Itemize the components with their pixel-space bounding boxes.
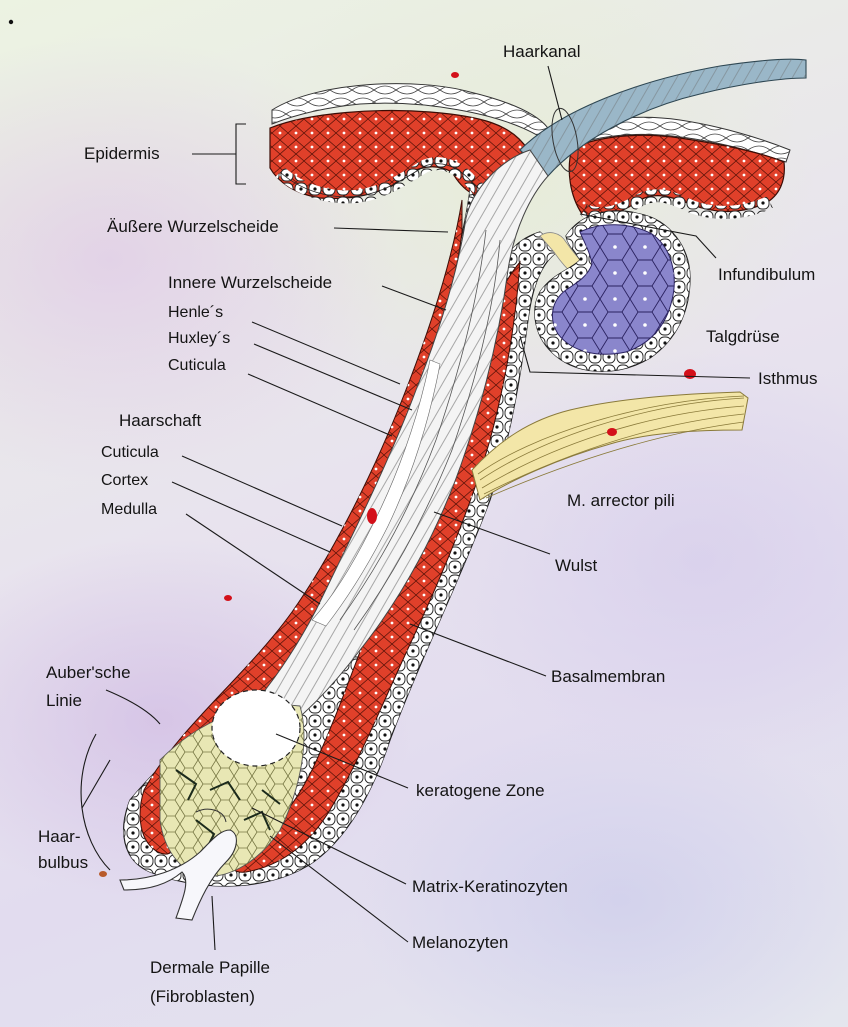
label-matrix-keratinozyten: Matrix-Keratinozyten	[412, 876, 568, 898]
label-keratogene-zone: keratogene Zone	[416, 780, 545, 802]
label-haarbulbus-2: bulbus	[38, 852, 88, 874]
label-cuticula-hair: Cuticula	[101, 442, 159, 464]
label-auber-1: Auber'sche	[46, 662, 131, 684]
label-huxley: Huxley´s	[168, 328, 230, 350]
label-melanozyten: Melanozyten	[412, 932, 508, 954]
label-cortex: Cortex	[101, 470, 148, 492]
label-innere-wurzelscheide: Innere Wurzelscheide	[168, 272, 332, 294]
label-haarschaft: Haarschaft	[119, 410, 201, 432]
label-isthmus: Isthmus	[758, 368, 818, 390]
label-aeussere-wurzelscheide: Äußere Wurzelscheide	[107, 216, 279, 238]
label-cuticula-inner-sheath: Cuticula	[168, 355, 226, 377]
label-infundibulum: Infundibulum	[718, 264, 815, 286]
label-basalmembran: Basalmembran	[551, 666, 665, 688]
stray-dot	[9, 20, 13, 24]
label-haarbulbus-1: Haar-	[38, 826, 81, 848]
label-talgdruese: Talgdrüse	[706, 326, 780, 348]
label-dermale-papille-2: (Fibroblasten)	[150, 986, 255, 1008]
label-dermale-papille-1: Dermale Papille	[150, 957, 270, 979]
label-arrector-pili: M. arrector pili	[567, 490, 675, 512]
label-wulst: Wulst	[555, 555, 597, 577]
label-auber-2: Linie	[46, 690, 82, 712]
label-henle: Henle´s	[168, 302, 223, 324]
label-epidermis: Epidermis	[84, 143, 160, 165]
label-medulla: Medulla	[101, 499, 157, 521]
label-haarkanal: Haarkanal	[503, 41, 581, 63]
